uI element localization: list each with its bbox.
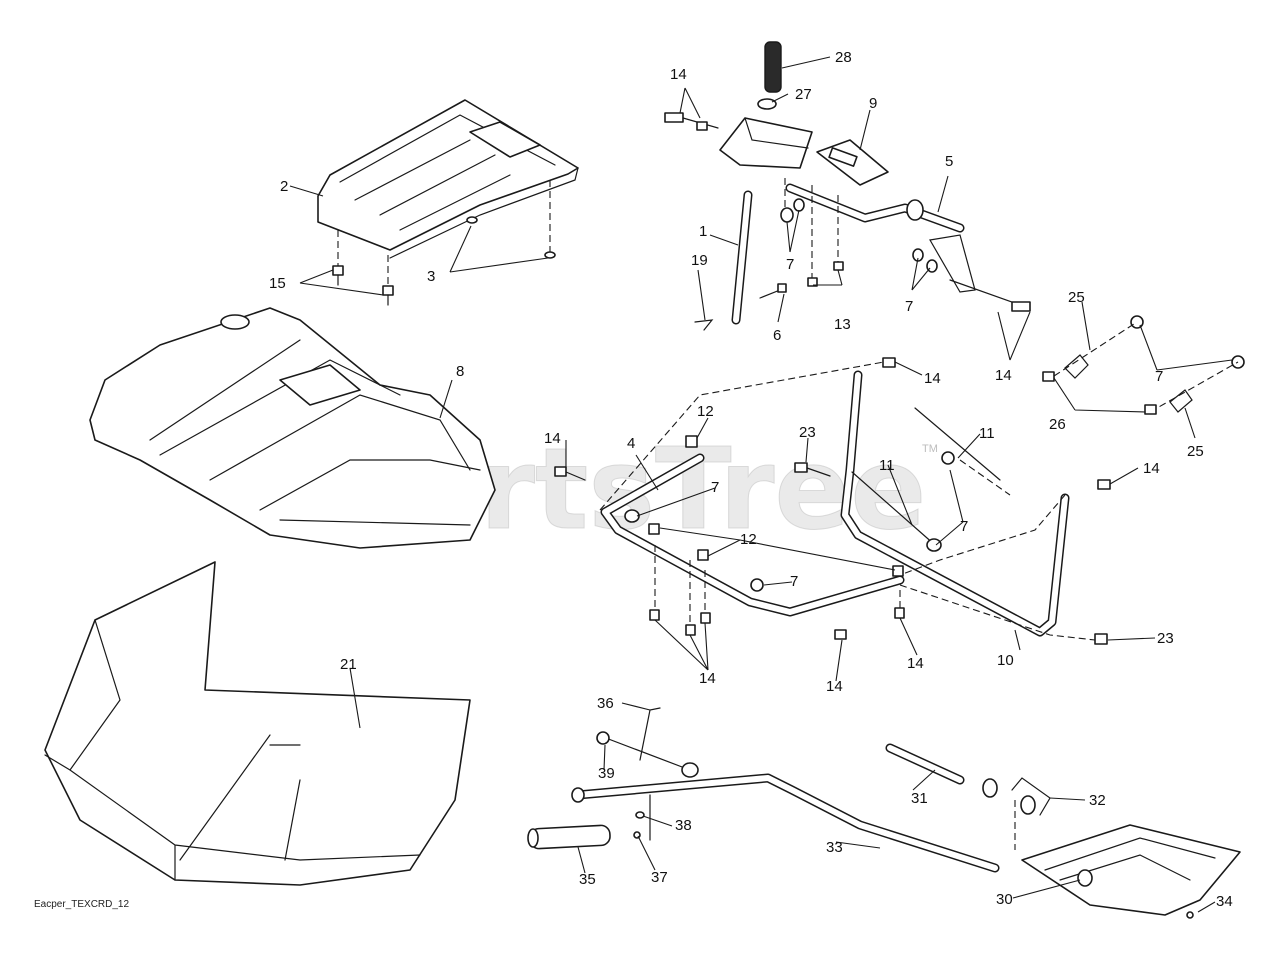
callout-label: 19 <box>691 252 708 269</box>
callout-label: 3 <box>427 268 435 285</box>
cover-screws <box>332 180 556 306</box>
callout-label: 39 <box>598 765 615 782</box>
callout-label: 23 <box>1157 630 1174 647</box>
callout-label: 32 <box>1089 792 1106 809</box>
callout-label: 30 <box>996 891 1013 908</box>
part-lever-bracket <box>664 112 1031 331</box>
callout-label: 13 <box>834 316 851 333</box>
part-grip <box>757 41 782 110</box>
callout-label: 14 <box>1143 460 1160 477</box>
callout-label: 14 <box>544 430 561 447</box>
callout-label: 7 <box>960 518 968 535</box>
callout-label: 1 <box>699 223 707 240</box>
part-top-cover <box>317 99 579 259</box>
callout-label: 25 <box>1068 289 1085 306</box>
callout-label: 37 <box>651 869 668 886</box>
callout-label: 6 <box>773 327 781 344</box>
callout-label: 11 <box>879 457 895 474</box>
callout-label: 4 <box>627 435 635 452</box>
callout-label: 9 <box>869 95 877 112</box>
callout-label: 14 <box>907 655 924 672</box>
callout-label: 5 <box>945 153 953 170</box>
diagram-caption: Eacper_TEXCRD_12 <box>34 899 129 910</box>
callout-label: 7 <box>1155 368 1163 385</box>
callout-label: 7 <box>905 298 913 315</box>
callout-label: 7 <box>790 573 798 590</box>
leader-lines <box>289 56 1233 913</box>
callout-label: 23 <box>799 424 816 441</box>
callout-label: 2 <box>280 178 288 195</box>
callout-label: 33 <box>826 839 843 856</box>
part-right-hardware <box>1042 315 1245 415</box>
callout-labels: 28 14 27 9 2 5 1 3 15 7 19 7 13 6 25 8 1… <box>269 49 1233 910</box>
callout-label: 12 <box>697 403 714 420</box>
callout-label: 14 <box>924 370 941 387</box>
callout-label: 14 <box>995 367 1012 384</box>
callout-label: 14 <box>699 670 716 687</box>
part-lever-frame <box>554 357 1111 645</box>
callout-label: 14 <box>826 678 843 695</box>
part-hood <box>89 307 496 549</box>
callout-label: 25 <box>1187 443 1204 460</box>
callout-label: 15 <box>269 275 286 292</box>
callout-label: 21 <box>340 656 357 673</box>
callout-label: 14 <box>670 66 687 83</box>
callout-label: 11 <box>979 425 995 442</box>
callout-label: 10 <box>997 652 1014 669</box>
callout-label: 31 <box>911 790 928 807</box>
callout-label: 7 <box>711 479 719 496</box>
callout-label: 8 <box>456 363 464 380</box>
watermark-trademark: TM <box>922 443 938 455</box>
callout-label: 34 <box>1216 893 1233 910</box>
part-front-panel <box>44 561 471 886</box>
callout-label: 26 <box>1049 416 1066 433</box>
callout-label: 35 <box>579 871 596 888</box>
callout-label: 28 <box>835 49 852 66</box>
callout-label: 7 <box>786 256 794 273</box>
callout-label: 38 <box>675 817 692 834</box>
callout-label: 12 <box>740 531 757 548</box>
callout-label: 27 <box>795 86 812 103</box>
callout-label: 36 <box>597 695 614 712</box>
part-lift-assembly <box>527 707 1241 919</box>
